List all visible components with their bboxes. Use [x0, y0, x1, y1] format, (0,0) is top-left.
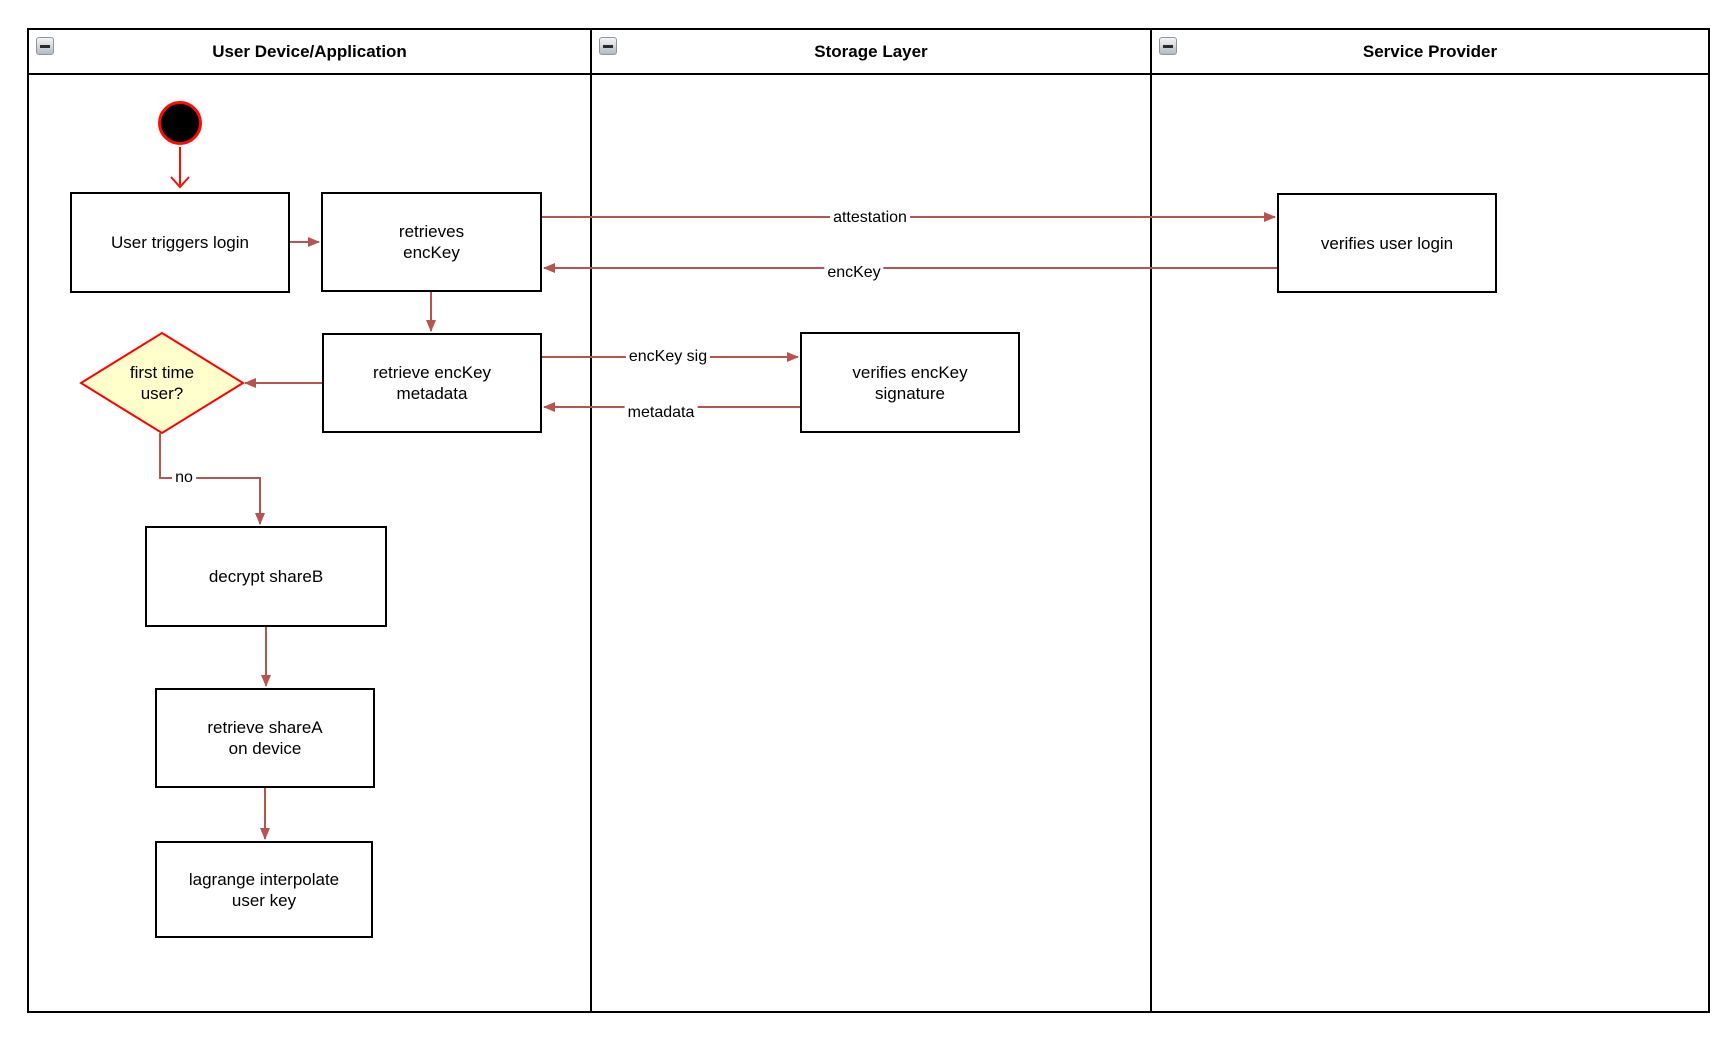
activity-verifies-enckey-signature[interactable]: verifies encKey signature — [800, 332, 1020, 433]
swimlane-pool: User Device/Application Storage Layer Se… — [27, 28, 1710, 1013]
edge-label-enckey-sig: encKey sig — [625, 348, 711, 366]
activity-user-triggers-login[interactable]: User triggers login — [70, 192, 290, 293]
edge-label-enckey: encKey — [824, 264, 884, 282]
collapse-lane-button[interactable] — [36, 37, 54, 55]
activity-retrieve-sharea-on-device[interactable]: retrieve shareA on device — [155, 688, 375, 788]
lane-header-storage-layer[interactable]: Storage Layer — [592, 30, 1150, 75]
minus-icon — [603, 44, 613, 48]
collapse-lane-button[interactable] — [599, 37, 617, 55]
edge-label-attestation: attestation — [830, 209, 910, 227]
lane-header-service-provider[interactable]: Service Provider — [1152, 30, 1708, 75]
decision-first-time-user[interactable]: first time user? — [129, 363, 195, 403]
lane-header-user-device-application[interactable]: User Device/Application — [29, 30, 590, 75]
activity-retrieve-enckey-metadata[interactable]: retrieve encKey metadata — [322, 333, 542, 433]
initial-node[interactable] — [158, 101, 202, 145]
lane-storage-layer: Storage Layer — [590, 30, 1150, 1011]
lane-service-provider: Service Provider — [1150, 30, 1708, 1011]
edge-label-metadata: metadata — [624, 404, 698, 422]
collapse-lane-button[interactable] — [1159, 37, 1177, 55]
activity-verifies-user-login[interactable]: verifies user login — [1277, 193, 1497, 293]
activity-lagrange-interpolate-user-key[interactable]: lagrange interpolate user key — [155, 841, 373, 938]
lane-user-device-application: User Device/Application — [29, 30, 590, 1011]
minus-icon — [1163, 44, 1173, 48]
lane-title-service-provider: Service Provider — [1362, 41, 1498, 61]
minus-icon — [40, 44, 50, 48]
activity-decrypt-shareb[interactable]: decrypt shareB — [145, 526, 387, 627]
edge-label-no: no — [172, 469, 196, 487]
lane-title-user-device-application: User Device/Application — [212, 41, 407, 61]
lane-title-storage-layer: Storage Layer — [814, 41, 928, 61]
activity-retrieves-enckey[interactable]: retrieves encKey — [321, 192, 542, 292]
